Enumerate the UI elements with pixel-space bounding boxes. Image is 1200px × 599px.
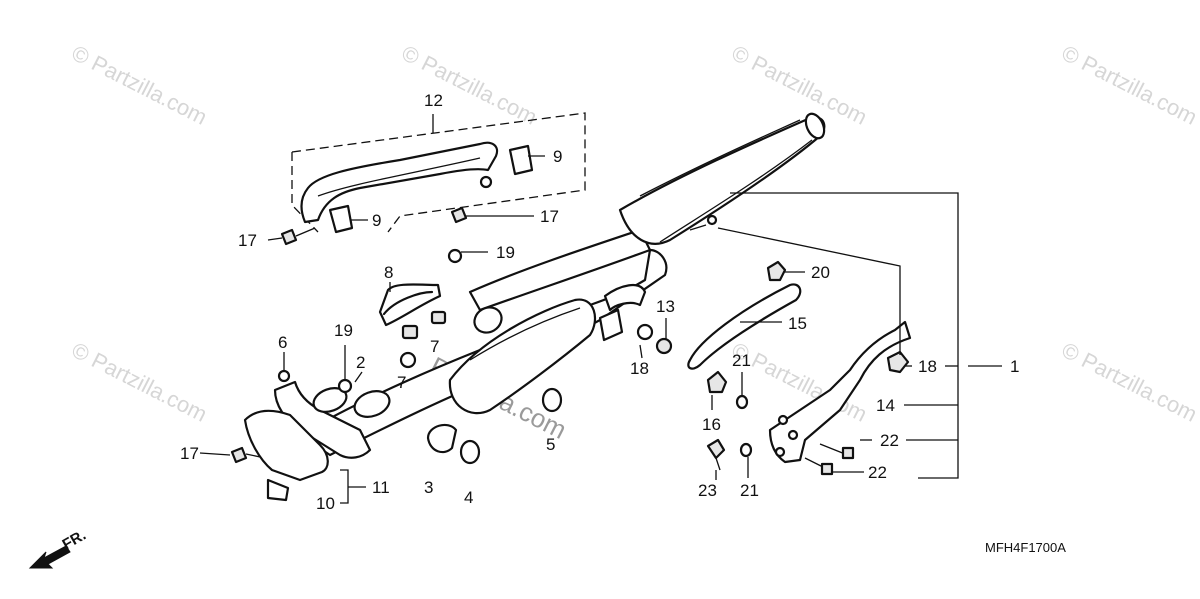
clamp-10 bbox=[266, 478, 290, 502]
arrow-icon bbox=[28, 545, 71, 569]
callout-22: 22 bbox=[868, 463, 887, 482]
callout-17: 17 bbox=[238, 231, 257, 250]
nut-18-right bbox=[886, 350, 910, 374]
screw-17-low bbox=[230, 446, 248, 464]
callout-20: 20 bbox=[811, 263, 830, 282]
gasket-4 bbox=[459, 439, 481, 465]
heat-guard-clamp-upper bbox=[508, 144, 534, 176]
callout-14: 14 bbox=[876, 396, 895, 415]
callout-17: 17 bbox=[540, 207, 559, 226]
diagram-code: MFH4F1700A bbox=[985, 540, 1066, 555]
callouts: 12 9 9 17 17 19 8 6 19 2 7 7 3 4 5 17 10… bbox=[180, 91, 1019, 513]
gasket-3 bbox=[426, 423, 458, 454]
callout-18: 18 bbox=[918, 357, 937, 376]
callout-1: 1 bbox=[1010, 357, 1019, 376]
muffler-assembly bbox=[273, 112, 826, 459]
muffler-body bbox=[618, 116, 826, 245]
callout-21: 21 bbox=[740, 481, 759, 500]
heat-guard-clamp-lower bbox=[328, 204, 354, 234]
side-stay bbox=[687, 283, 802, 370]
nut-19-lower bbox=[337, 378, 353, 394]
washer-21-upper bbox=[735, 394, 749, 410]
callout-3: 3 bbox=[424, 478, 433, 497]
callout-17: 17 bbox=[180, 444, 199, 463]
gasket-5 bbox=[541, 387, 563, 413]
leader-lines bbox=[199, 155, 1002, 504]
watermark: © Partzilla.com bbox=[68, 337, 211, 427]
callout-10: 10 bbox=[316, 494, 335, 513]
collar-7a bbox=[401, 324, 419, 340]
callout-23: 23 bbox=[698, 481, 717, 500]
callout-12: 12 bbox=[424, 91, 443, 110]
washer-21-lower bbox=[739, 442, 753, 458]
callout-22: 22 bbox=[880, 431, 899, 450]
watermark: © Partzilla.com bbox=[728, 40, 871, 130]
callout-2: 2 bbox=[356, 353, 365, 372]
callout-16: 16 bbox=[702, 415, 721, 434]
nut-16 bbox=[706, 370, 728, 394]
callout-11: 11 bbox=[372, 478, 390, 497]
front-direction-arrow: FR. bbox=[28, 527, 89, 569]
callout-18: 18 bbox=[630, 359, 649, 378]
callout-9: 9 bbox=[372, 211, 381, 230]
callout-7: 7 bbox=[430, 337, 439, 356]
watermark: © Partzilla.com bbox=[1058, 40, 1200, 130]
screw-17-left bbox=[280, 228, 298, 246]
callout-15: 15 bbox=[788, 314, 807, 333]
hardware bbox=[230, 206, 910, 502]
watermark: © Partzilla.com bbox=[1058, 337, 1200, 427]
callout-9: 9 bbox=[553, 147, 562, 166]
callout-5: 5 bbox=[546, 435, 555, 454]
callout-19: 19 bbox=[334, 321, 353, 340]
nut-19-upper bbox=[447, 248, 463, 264]
callout-7: 7 bbox=[397, 373, 406, 392]
callout-21: 21 bbox=[732, 351, 751, 370]
gasket-7 bbox=[399, 351, 417, 369]
rubber-13 bbox=[655, 337, 673, 355]
bolt-22-upper bbox=[841, 446, 855, 460]
callout-6: 6 bbox=[278, 333, 287, 352]
watermark: © Partzilla.com bbox=[68, 40, 211, 130]
bolt-23 bbox=[706, 438, 726, 460]
callout-13: 13 bbox=[656, 297, 675, 316]
callout-19: 19 bbox=[496, 243, 515, 262]
heat-guard-group bbox=[291, 112, 586, 234]
collar-7b bbox=[430, 310, 447, 325]
watermark: © Partzilla.com bbox=[398, 40, 541, 130]
nut-20 bbox=[766, 260, 787, 282]
callout-4: 4 bbox=[464, 488, 473, 507]
nut-18-left bbox=[636, 323, 654, 341]
front-muffler bbox=[448, 298, 597, 415]
callout-8: 8 bbox=[384, 263, 393, 282]
screw-17-mid bbox=[450, 206, 468, 224]
bolt-22-lower bbox=[820, 462, 834, 476]
lower-heat-guard bbox=[243, 409, 329, 482]
washer-6 bbox=[277, 369, 291, 383]
heat-guard bbox=[300, 141, 499, 224]
